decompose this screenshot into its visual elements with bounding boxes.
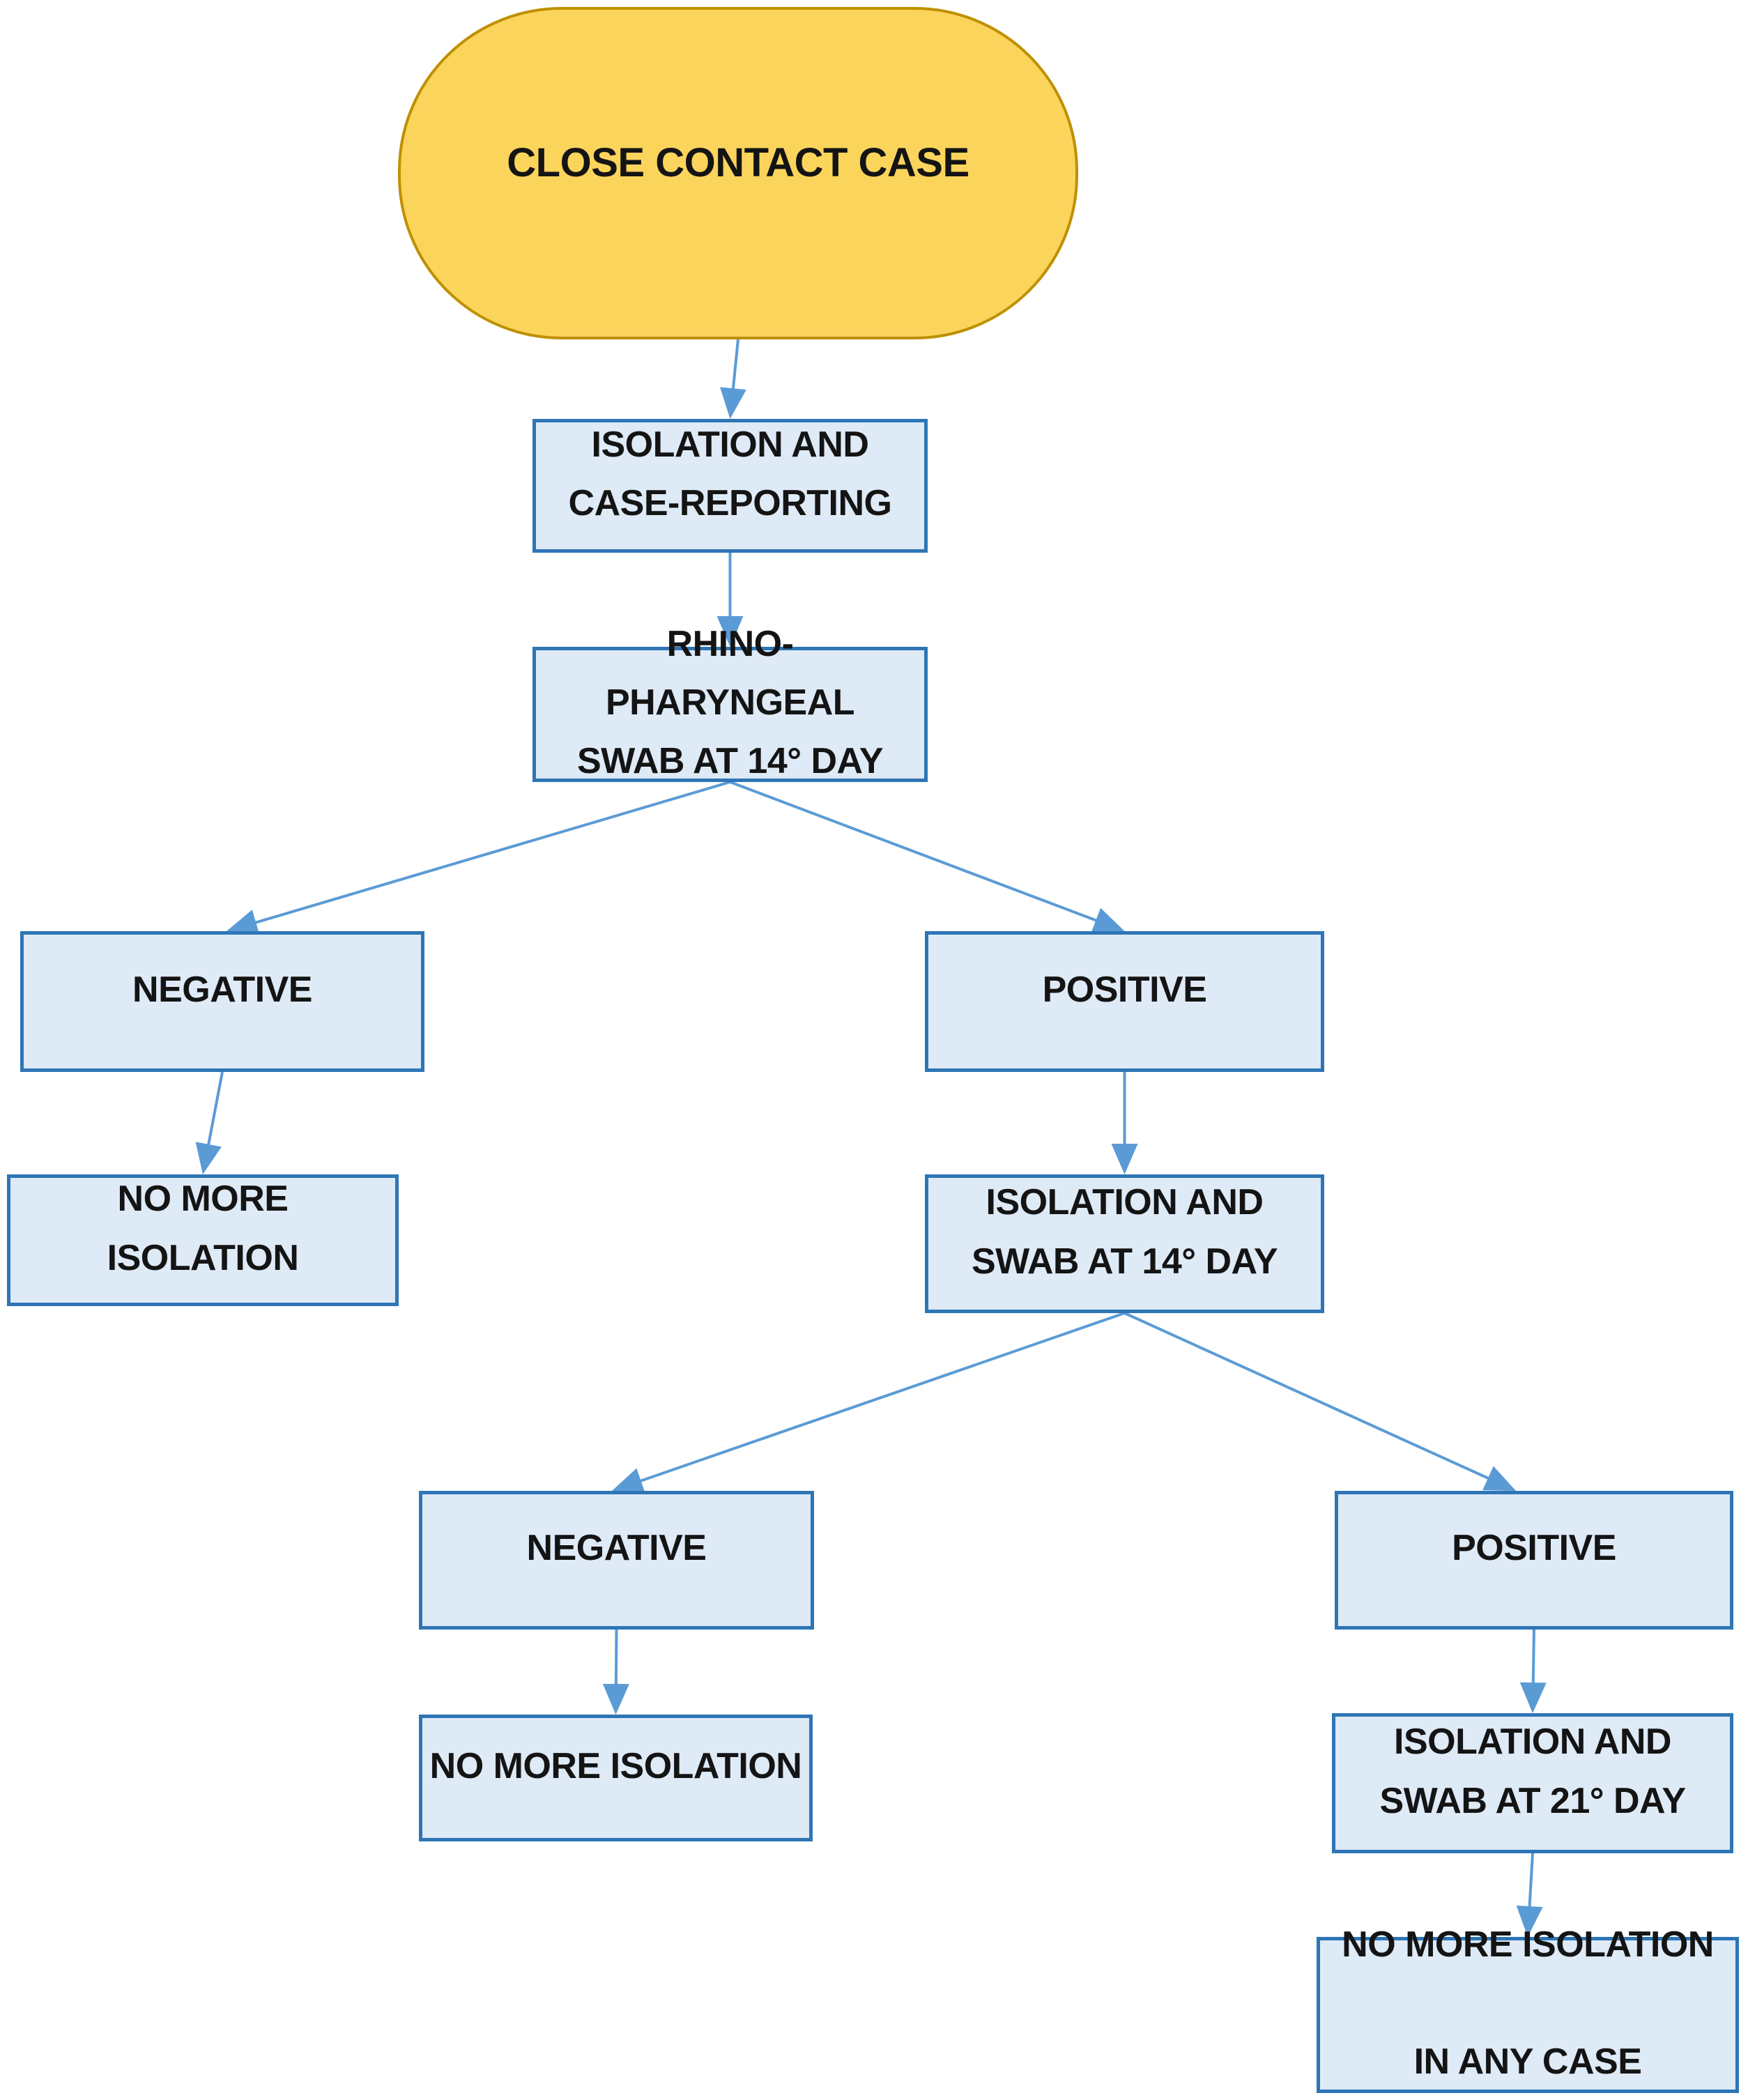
node-rhino-pharyngeal-swab-14: RHINO-PHARYNGEAL SWAB AT 14° DAY bbox=[532, 624, 928, 782]
node-positive-1: POSITIVE bbox=[925, 931, 1324, 1072]
node-close-contact-case: CLOSE CONTACT CASE bbox=[398, 7, 1078, 339]
node-negative-1: NEGATIVE bbox=[20, 931, 424, 1072]
node-isolation-swab-21: ISOLATION AND SWAB AT 21° DAY bbox=[1332, 1713, 1733, 1853]
node-label: POSITIVE bbox=[1452, 1528, 1616, 1569]
node-label: NO MORE ISOLATION IN ANY CASE bbox=[1342, 1924, 1714, 2083]
arrowhead bbox=[1519, 1682, 1547, 1713]
arrowhead bbox=[1482, 1466, 1516, 1491]
node-label: ISOLATION AND SWAB AT 21° DAY bbox=[1379, 1722, 1686, 1821]
node-label: NEGATIVE bbox=[132, 969, 312, 1010]
node-no-more-isolation-1: NO MORE ISOLATION bbox=[7, 1174, 399, 1306]
node-label: NEGATIVE bbox=[526, 1528, 707, 1569]
arrowhead bbox=[602, 1683, 629, 1715]
node-isolation-swab-14: ISOLATION AND SWAB AT 14° DAY bbox=[925, 1174, 1324, 1313]
arrowhead bbox=[720, 387, 746, 419]
edge-positive-2-to-isolation-swab-21 bbox=[1519, 1629, 1547, 1713]
node-label: ISOLATION AND CASE-REPORTING bbox=[568, 424, 892, 523]
node-label: RHINO-PHARYNGEAL SWAB AT 14° DAY bbox=[576, 623, 884, 782]
node-no-more-isolation-any-case: NO MORE ISOLATION IN ANY CASE bbox=[1317, 1924, 1739, 2093]
node-label: NO MORE ISOLATION bbox=[429, 1745, 802, 1786]
arrowhead bbox=[1111, 1144, 1138, 1174]
edge-negative-1-to-no-more-isolation-1 bbox=[195, 1071, 224, 1174]
edge-close-contact-case-to-isolation-case-reporting bbox=[720, 339, 746, 419]
node-label: POSITIVE bbox=[1042, 969, 1207, 1010]
arrowhead bbox=[612, 1468, 645, 1494]
node-label: NO MORE ISOLATION bbox=[107, 1179, 299, 1278]
node-negative-2: NEGATIVE bbox=[419, 1491, 814, 1630]
node-no-more-isolation-2: NO MORE ISOLATION bbox=[419, 1715, 813, 1841]
edge-isolation-swab-14-to-positive-2 bbox=[1124, 1312, 1516, 1491]
edge-rhino-pharyngeal-swab-14-to-positive-1 bbox=[729, 781, 1125, 933]
edge-negative-2-to-no-more-isolation-2 bbox=[602, 1629, 629, 1715]
edge-isolation-swab-14-to-negative-2 bbox=[612, 1312, 1126, 1494]
arrowhead bbox=[1091, 907, 1125, 933]
node-positive-2: POSITIVE bbox=[1335, 1491, 1733, 1630]
node-isolation-case-reporting: ISOLATION AND CASE-REPORTING bbox=[532, 419, 928, 553]
edge-rhino-pharyngeal-swab-14-to-negative-1 bbox=[227, 781, 731, 935]
node-label: CLOSE CONTACT CASE bbox=[507, 140, 969, 185]
edge-positive-1-to-isolation-swab-14 bbox=[1111, 1072, 1138, 1174]
node-label: ISOLATION AND SWAB AT 14° DAY bbox=[971, 1182, 1278, 1282]
